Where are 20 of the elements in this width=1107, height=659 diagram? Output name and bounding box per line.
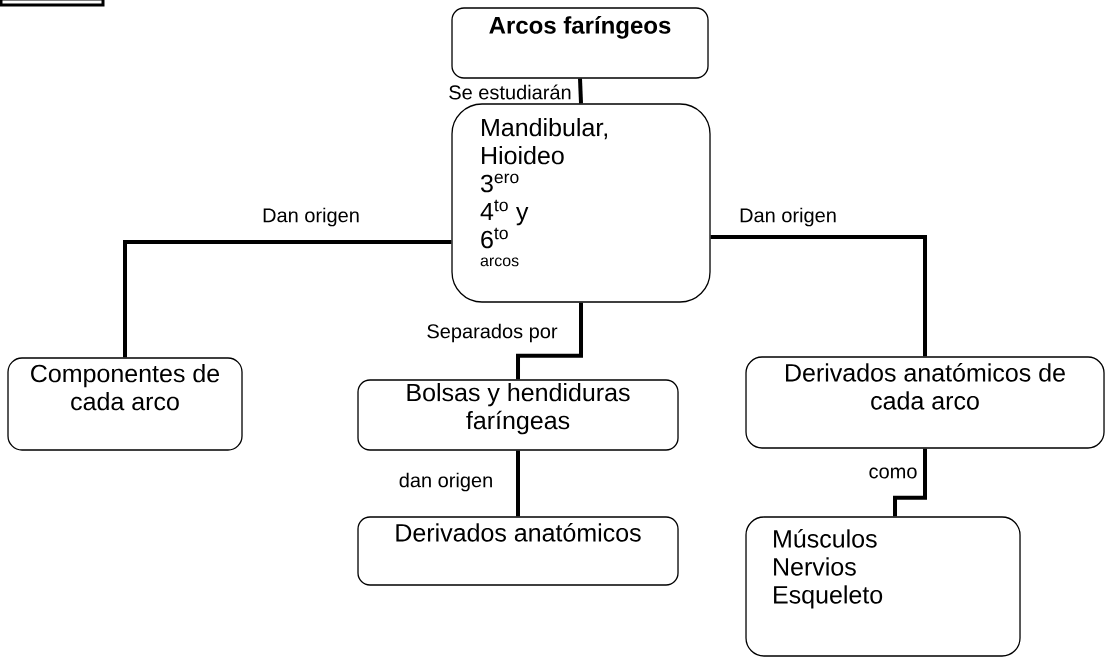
edge-label: Dan origen — [261, 206, 361, 228]
box-outline — [0, 0, 105, 7]
connector-line — [710, 235, 927, 357]
connector-line — [516, 302, 583, 380]
connector-line — [893, 448, 927, 517]
concept-box: Músculos Nervios Esqueleto — [745, 516, 1021, 657]
concept-box: Derivados anatómicos de cada arco — [745, 356, 1105, 449]
concept-box: Bolsas y hendiduras faríngeas — [357, 379, 679, 451]
edge-label: Dan origen — [738, 206, 838, 228]
concept-box: Derivados anatómicos — [357, 516, 679, 586]
edge-label: dan origen — [397, 471, 495, 493]
connector-line — [123, 240, 452, 358]
edge-label: Se estudiarán — [447, 83, 573, 101]
edge-label: como — [867, 466, 919, 480]
connector-line — [516, 450, 520, 517]
concept-box: Componentes de cada arco — [7, 357, 243, 451]
concept-box: Mandibular, Hioideo 3$^{ero}$ 4$^{to}$ y 6$^{to}$ arcos — [451, 103, 711, 303]
connector-line — [578, 78, 583, 104]
edge-label: Separados por — [425, 322, 559, 344]
concept-box: Arcos faríngeos — [451, 7, 709, 79]
